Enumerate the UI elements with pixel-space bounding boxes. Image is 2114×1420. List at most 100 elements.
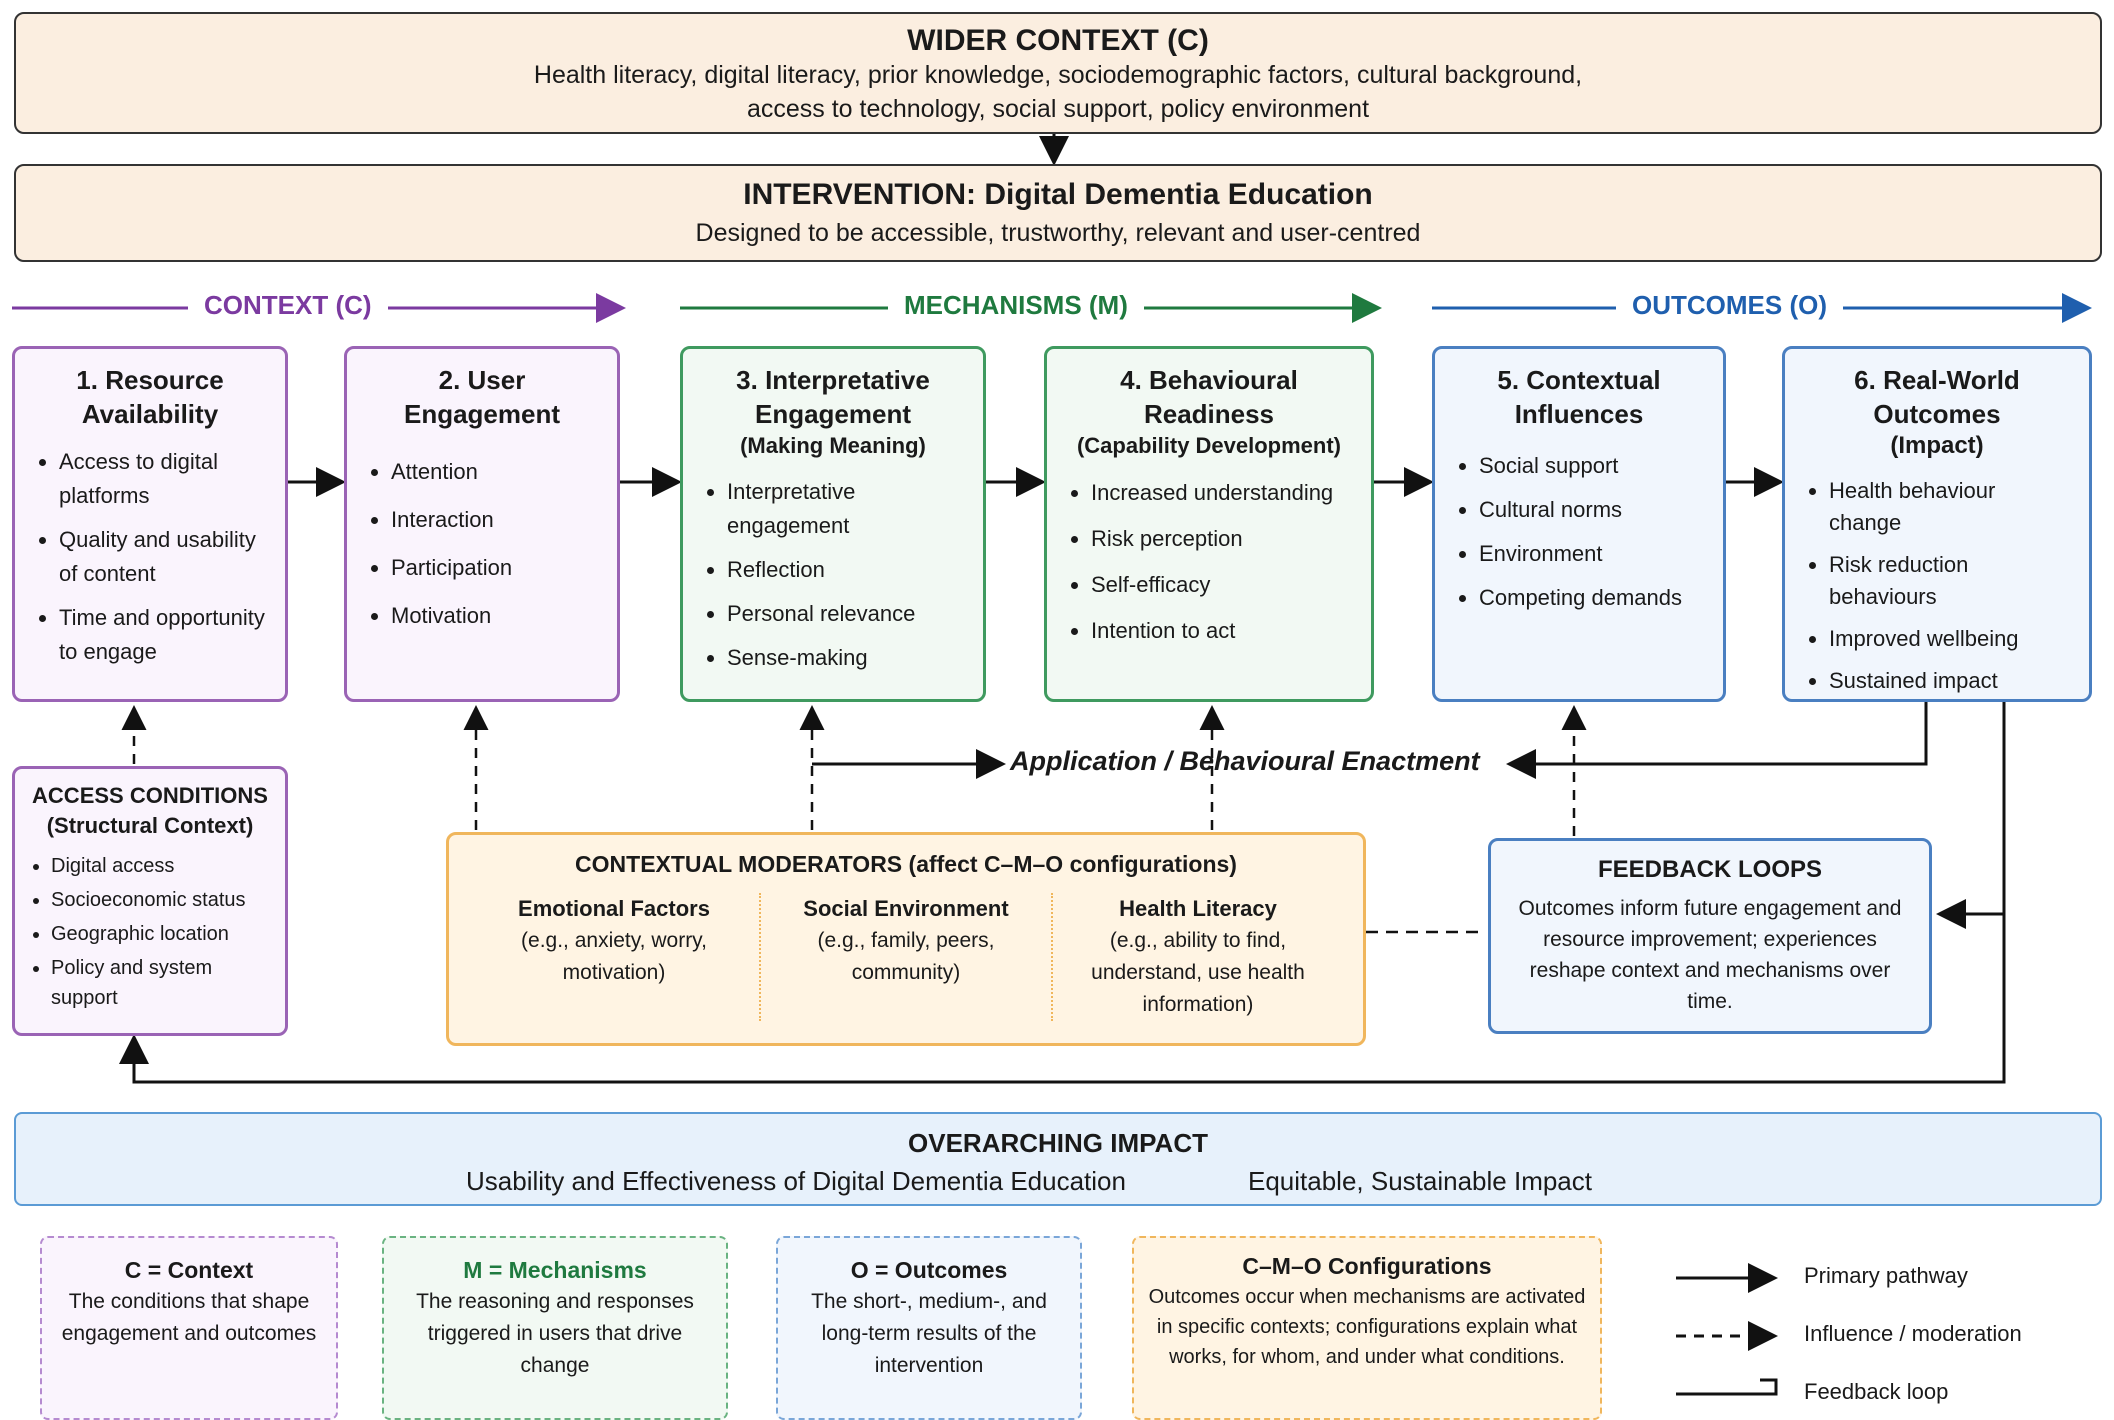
stage-4-title: 4. Behavioural Readiness <box>1120 365 1298 429</box>
list-item: Improved wellbeing <box>1829 623 2071 655</box>
access-conditions-subtitle: (Structural Context) <box>46 813 254 838</box>
access-conditions-items: Digital access Socioeconomic status Geog… <box>27 851 273 1013</box>
list-item: Personal relevance <box>727 597 965 631</box>
wider-context-title: WIDER CONTEXT (C) <box>907 24 1209 57</box>
moderators-columns: Emotional Factors (e.g., anxiety, worry,… <box>469 893 1343 1021</box>
list-item: Sustained impact <box>1829 665 2071 697</box>
stage-2-items: Attention Interaction Participation Moti… <box>365 453 599 635</box>
list-item: Reflection <box>727 553 965 587</box>
phase-label-outcomes: OUTCOMES (O) <box>1616 290 1843 321</box>
stage-3-items: Interpretative engagement Reflection Per… <box>701 475 965 675</box>
access-conditions-title: ACCESS CONDITIONS <box>32 783 268 808</box>
moderator-social: Social Environment (e.g., family, peers,… <box>761 893 1053 1021</box>
intervention-title: INTERVENTION: Digital Dementia Education <box>743 178 1373 211</box>
stage-1-box: 1. Resource Availability Access to digit… <box>12 346 288 702</box>
list-item: Geographic location <box>51 919 273 949</box>
list-item: Policy and system support <box>51 953 273 1013</box>
stage-1-title: 1. Resource Availability <box>76 365 224 429</box>
feedback-text: Outcomes inform future engagement and re… <box>1518 897 1902 1013</box>
stage-6-subtitle: (Impact) <box>1890 432 1984 459</box>
legend-cmo-text: Outcomes occur when mechanisms are activ… <box>1148 1286 1586 1368</box>
list-item: Interpretative engagement <box>727 475 965 543</box>
overarching-impact-box: OVERARCHING IMPACT Usability and Effecti… <box>14 1112 2102 1206</box>
feedback-title: FEEDBACK LOOPS <box>1597 856 1822 883</box>
list-item: Risk perception <box>1091 521 1353 557</box>
legend-outcomes: O = Outcomes The short-, medium-, and lo… <box>776 1236 1082 1420</box>
list-item: Health behaviour change <box>1829 475 2071 539</box>
list-item: Intention to act <box>1091 613 1353 649</box>
stage-5-box: 5. Contextual Influences Social support … <box>1432 346 1726 702</box>
list-item: Interaction <box>391 501 599 539</box>
list-item: Cultural norms <box>1479 493 1705 527</box>
legend-context-title: C = Context <box>124 1257 254 1283</box>
list-item: Access to digital platforms <box>59 445 267 513</box>
legend-outcomes-text: The short-, medium-, and long-term resul… <box>811 1290 1047 1377</box>
list-item: Quality and usability of content <box>59 523 267 591</box>
enactment-arrow-from-stage6 <box>1506 702 1928 779</box>
list-item: Risk reduction behaviours <box>1829 549 2071 613</box>
stage-1-items: Access to digital platforms Quality and … <box>33 445 267 669</box>
feedback-loop-to-access-conditions <box>119 914 2006 1084</box>
legend-mechanisms-title: M = Mechanisms <box>463 1257 647 1283</box>
stage-5-items: Social support Cultural norms Environmen… <box>1453 449 1705 615</box>
moderator-emotional-desc: (e.g., anxiety, worry, motivation) <box>521 929 707 984</box>
list-item: Participation <box>391 549 599 587</box>
moderator-health-literacy: Health Literacy (e.g., ability to find, … <box>1053 893 1343 1021</box>
legend-mechanisms: M = Mechanisms The reasoning and respons… <box>382 1236 728 1420</box>
list-item: Socioeconomic status <box>51 885 273 915</box>
intervention-box: INTERVENTION: Digital Dementia Education… <box>14 164 2102 262</box>
legend-feedback-line <box>1676 1378 1778 1396</box>
stage-2-box: 2. User Engagement Attention Interaction… <box>344 346 620 702</box>
feedback-loop-to-feedback-box <box>1936 702 2006 929</box>
legend-feedback-label: Feedback loop <box>1804 1379 1949 1404</box>
moderators-title: CONTEXTUAL MODERATORS (affect C–M–O conf… <box>575 851 1237 877</box>
wider-context-line1: Health literacy, digital literacy, prior… <box>533 61 1583 89</box>
legend-cmo: C–M–O Configurations Outcomes occur when… <box>1132 1236 1602 1420</box>
stage-2-title: 2. User Engagement <box>403 365 561 429</box>
moderator-emotional: Emotional Factors (e.g., anxiety, worry,… <box>469 893 761 1021</box>
legend-outcomes-title: O = Outcomes <box>850 1257 1008 1283</box>
contextual-moderators-box: CONTEXTUAL MODERATORS (affect C–M–O conf… <box>446 832 1366 1046</box>
stage-3-subtitle: (Making Meaning) <box>740 433 926 458</box>
stage-6-items: Health behaviour change Risk reduction b… <box>1803 475 2071 697</box>
moderator-social-desc: (e.g., family, peers, community) <box>817 929 995 984</box>
phase-label-context: CONTEXT (C) <box>188 290 388 321</box>
wider-context-line2: access to technology, social support, po… <box>746 95 1370 123</box>
list-item: Increased understanding <box>1091 475 1353 511</box>
overarching-left: Usability and Effectiveness of Digital D… <box>466 1166 1126 1196</box>
stage-6-title: 6. Real-World Outcomes <box>1854 365 2020 429</box>
feedback-loops-box: FEEDBACK LOOPS Outcomes inform future en… <box>1488 838 1932 1034</box>
moderator-health-literacy-title: Health Literacy <box>1119 896 1277 921</box>
phase-label-mechanisms: MECHANISMS (M) <box>888 290 1144 321</box>
list-item: Digital access <box>51 851 273 881</box>
list-item: Competing demands <box>1479 581 1705 615</box>
list-item: Motivation <box>391 597 599 635</box>
moderator-emotional-title: Emotional Factors <box>518 896 710 921</box>
stage-5-title: 5. Contextual Influences <box>1497 365 1661 429</box>
list-item: Environment <box>1479 537 1705 571</box>
legend-context: C = Context The conditions that shape en… <box>40 1236 338 1420</box>
stage-3-title: 3. Interpretative Engagement <box>736 365 930 429</box>
stage-4-subtitle: (Capability Development) <box>1076 433 1342 458</box>
intervention-subtitle: Designed to be accessible, trustworthy, … <box>695 219 1421 247</box>
list-item: Self-efficacy <box>1091 567 1353 603</box>
overarching-title: OVERARCHING IMPACT <box>908 1128 1208 1158</box>
legend-cmo-title: C–M–O Configurations <box>1242 1253 1492 1279</box>
enactment-label: Application / Behavioural Enactment <box>1010 746 1480 776</box>
list-item: Sense-making <box>727 641 965 675</box>
wider-context-box: WIDER CONTEXT (C) Health literacy, digit… <box>14 12 2102 134</box>
list-item: Social support <box>1479 449 1705 483</box>
overarching-right: Equitable, Sustainable Impact <box>1248 1166 1592 1196</box>
moderator-social-title: Social Environment <box>803 896 1009 921</box>
legend-primary-label: Primary pathway <box>1804 1263 1968 1288</box>
stage-6-box: 6. Real-World Outcomes (Impact) Health b… <box>1782 346 2092 702</box>
access-conditions-box: ACCESS CONDITIONS (Structural Context) D… <box>12 766 288 1036</box>
stage-3-box: 3. Interpretative Engagement (Making Mea… <box>680 346 986 702</box>
stage-4-items: Increased understanding Risk perception … <box>1065 475 1353 649</box>
stage-4-box: 4. Behavioural Readiness (Capability Dev… <box>1044 346 1374 702</box>
legend-influence-label: Influence / moderation <box>1804 1321 2022 1346</box>
legend-mechanisms-text: The reasoning and responses triggered in… <box>416 1290 694 1377</box>
legend-context-text: The conditions that shape engagement and… <box>61 1290 317 1345</box>
list-item: Attention <box>391 453 599 491</box>
